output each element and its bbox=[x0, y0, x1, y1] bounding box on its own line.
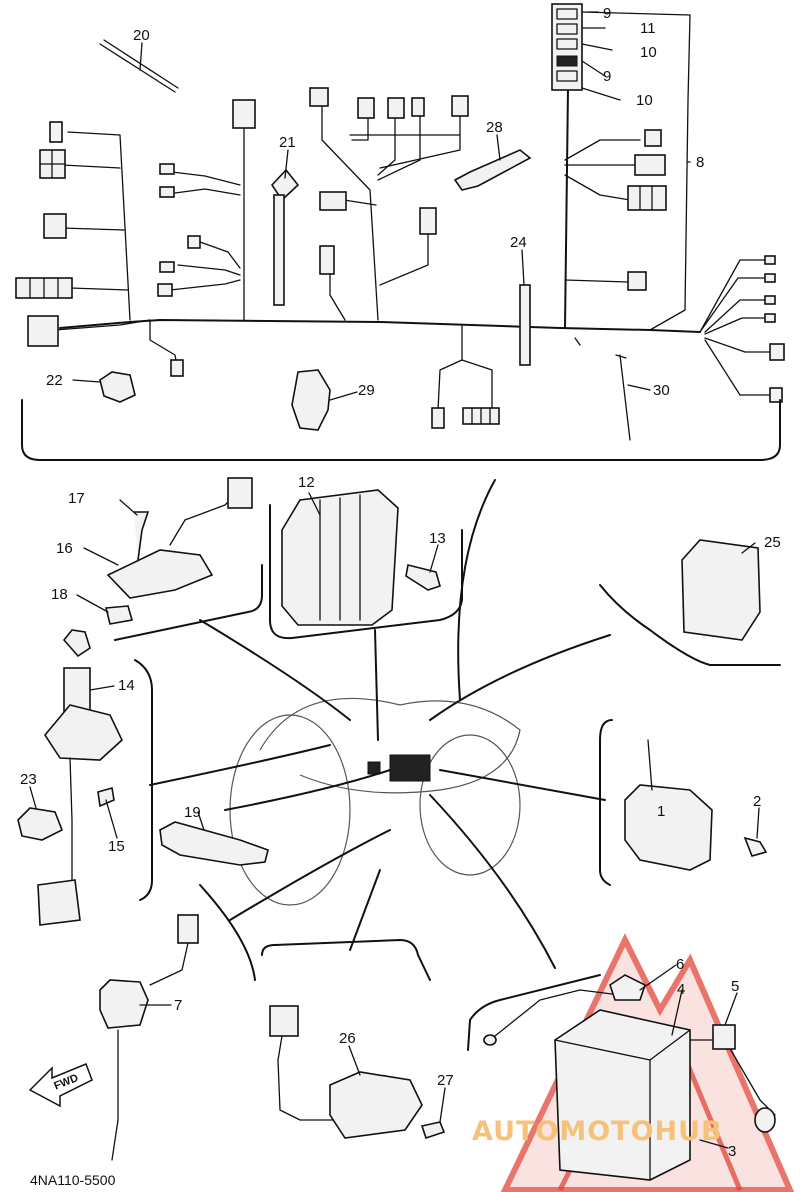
callout-6: 6 bbox=[676, 956, 684, 973]
callout-20: 20 bbox=[133, 27, 150, 44]
callout-28: 28 bbox=[486, 119, 503, 136]
part-group-battery bbox=[467, 974, 776, 1181]
callout-4: 4 bbox=[677, 981, 685, 998]
harness-section-bracket bbox=[21, 399, 781, 461]
watermark-text: AUTOMOTOHUB bbox=[472, 1116, 723, 1147]
diagram-code: 4NA110-5500 bbox=[30, 1172, 116, 1188]
callout-12: 12 bbox=[298, 474, 315, 491]
callout-21: 21 bbox=[279, 134, 296, 151]
part-group-7 bbox=[99, 884, 256, 1161]
fwd-arrow-icon bbox=[28, 1063, 93, 1108]
part-19 bbox=[159, 821, 269, 866]
callout-25: 25 bbox=[764, 534, 781, 551]
callout-5: 5 bbox=[731, 978, 739, 995]
callout-11: 11 bbox=[640, 20, 656, 37]
callout-2: 2 bbox=[753, 793, 761, 810]
part-25 bbox=[599, 539, 781, 666]
callout-labels: 1 2 3 4 5 6 7 8 9 11 10 9 10 12 13 14 15… bbox=[20, 5, 781, 1160]
callout-9b: 9 bbox=[603, 68, 611, 85]
callout-13: 13 bbox=[429, 530, 446, 547]
callout-7: 7 bbox=[174, 997, 182, 1014]
callout-9: 9 bbox=[603, 5, 611, 22]
callout-24: 24 bbox=[510, 234, 527, 251]
connection-lines bbox=[149, 479, 611, 969]
callout-19: 19 bbox=[184, 804, 201, 821]
callout-10: 10 bbox=[640, 44, 657, 61]
main-wire-harness bbox=[15, 3, 785, 441]
callout-30: 30 bbox=[653, 382, 670, 399]
callout-1: 1 bbox=[657, 803, 665, 820]
callout-29: 29 bbox=[358, 382, 375, 399]
callout-18: 18 bbox=[51, 586, 68, 603]
callout-leaders bbox=[29, 11, 760, 1149]
callout-22: 22 bbox=[46, 372, 63, 389]
part-group-26-27 bbox=[261, 939, 446, 1140]
callout-27: 27 bbox=[437, 1072, 454, 1089]
part-group-1-2 bbox=[599, 719, 768, 886]
part-group-16-18 bbox=[104, 477, 263, 641]
callout-17: 17 bbox=[68, 490, 85, 507]
callout-26: 26 bbox=[339, 1030, 356, 1047]
callout-16: 16 bbox=[56, 540, 73, 557]
callout-8: 8 bbox=[696, 154, 704, 171]
part-group-12-13 bbox=[269, 489, 463, 640]
callout-10b: 10 bbox=[636, 92, 653, 109]
callout-23: 23 bbox=[20, 771, 37, 788]
callout-14: 14 bbox=[118, 677, 135, 694]
callout-3: 3 bbox=[728, 1143, 736, 1160]
part-group-14-15-23 bbox=[17, 629, 153, 926]
motorcycle-outline bbox=[229, 697, 521, 906]
callout-15: 15 bbox=[108, 838, 125, 855]
